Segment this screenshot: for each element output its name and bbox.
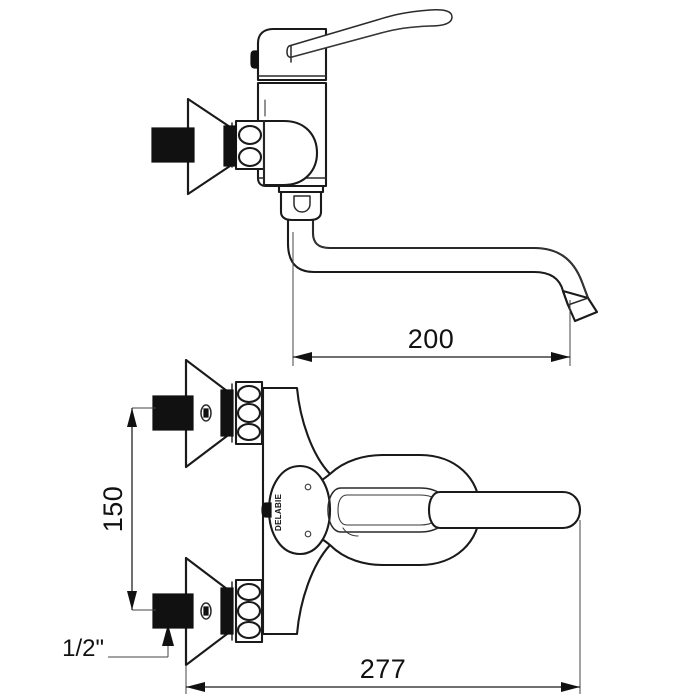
check-valve-side <box>231 119 266 171</box>
dimension-spout-reach: 200 <box>292 232 571 366</box>
arrow-right <box>561 682 580 692</box>
dimension-inlet-centres: 150 <box>98 407 156 611</box>
arrow-left <box>186 682 205 692</box>
dimension-label-half-inch: 1/2" <box>62 635 104 662</box>
arrow-left <box>293 352 312 362</box>
swivel-spout <box>277 183 599 323</box>
escutcheon-side <box>186 97 237 196</box>
front-view-group: DELABIE <box>152 358 582 667</box>
inlet-assembly-lower <box>152 556 264 667</box>
arrow-top <box>127 408 137 427</box>
cartridge-cap-front: DELABIE <box>261 453 482 567</box>
brand-mark-delabie: DELABIE <box>274 493 283 531</box>
arrow-thread <box>162 624 174 646</box>
side-view-group <box>151 9 599 323</box>
dimension-label-150: 150 <box>98 486 128 533</box>
dimension-label-200: 200 <box>408 324 455 354</box>
screw-dot-upper <box>304 483 312 491</box>
arrow-right <box>551 352 570 362</box>
body-dome-side <box>262 119 319 187</box>
dimension-overall-width: 277 <box>185 520 581 694</box>
inlet-assembly-upper <box>152 358 264 469</box>
screw-dot-lower <box>304 530 312 538</box>
dimension-label-277: 277 <box>360 654 407 684</box>
arrow-bottom <box>127 591 137 610</box>
inlet-pipe-side <box>151 127 195 163</box>
lever-handle-side <box>286 9 453 63</box>
lever-handle-front <box>427 490 582 530</box>
dimension-inlet-thread: 1/2" <box>62 624 174 662</box>
